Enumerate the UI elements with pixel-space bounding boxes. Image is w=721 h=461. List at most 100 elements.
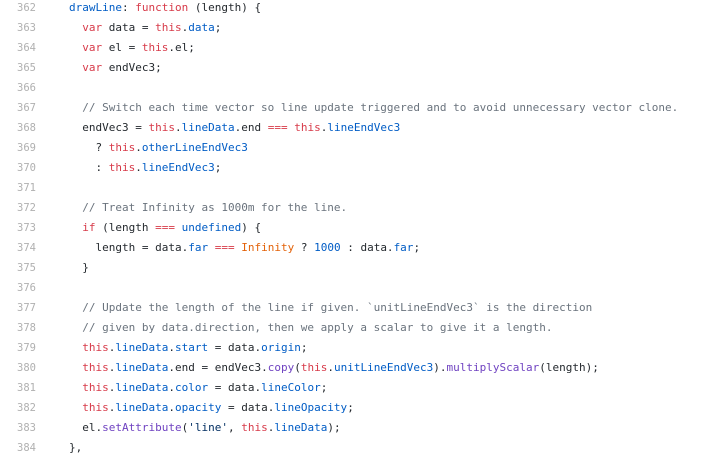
code-token: undefined (181, 221, 242, 234)
line-number: 367 (17, 102, 36, 114)
code-token: ( (294, 361, 301, 374)
line-number: 379 (17, 342, 36, 354)
code-text: length = data.far === Infinity ? 1000 : … (69, 238, 420, 258)
code-token: lineData (115, 381, 169, 394)
code-token: 'line' (188, 421, 228, 434)
code-line: 365 var endVec3; (0, 58, 721, 78)
code-token: drawLine (69, 1, 122, 14)
code-token: copy (267, 361, 295, 374)
code-text: el.setAttribute('line', this.lineData); (69, 418, 340, 438)
code-token: var (82, 21, 103, 34)
line-number: 373 (17, 222, 36, 234)
code-token: ). (433, 361, 447, 374)
code-token: lineData (115, 361, 169, 374)
code-line: 373 if (length === undefined) { (0, 218, 721, 238)
code-token: . (135, 141, 142, 154)
code-token: . (168, 381, 175, 394)
code-token: : data. (340, 241, 394, 254)
code-token (69, 41, 82, 54)
line-number: 362 (17, 2, 36, 14)
code-token: this (108, 141, 136, 154)
code-line: 366 (0, 78, 721, 98)
code-token: . (108, 361, 116, 374)
code-text: : this.lineEndVec3; (69, 158, 221, 178)
code-token: data = (102, 21, 156, 34)
line-number: 381 (17, 382, 36, 394)
code-token: = data. (208, 381, 262, 394)
code-line: 363 var data = this.data; (0, 18, 721, 38)
code-token: data (188, 21, 215, 34)
code-token: .end (234, 121, 268, 134)
code-text: this.lineData.end = endVec3.copy(this.un… (69, 358, 599, 378)
code-text: this.lineData.start = data.origin; (69, 338, 307, 358)
code-line: 369 ? this.otherLineEndVec3 (0, 138, 721, 158)
code-text: // given by data.direction, then we appl… (69, 318, 552, 338)
code-token: far (188, 241, 209, 254)
code-token: this (148, 121, 175, 134)
code-text: if (length === undefined) { (69, 218, 261, 238)
code-token (69, 61, 82, 74)
code-text: // Treat Infinity as 1000m for the line. (69, 198, 347, 218)
code-text: var data = this.data; (69, 18, 221, 38)
code-token (69, 381, 82, 394)
code-token (69, 21, 82, 34)
line-number: 365 (17, 62, 36, 74)
code-token: ; (413, 241, 421, 254)
code-text: }, (69, 438, 82, 458)
code-token: var (82, 41, 103, 54)
code-token: setAttribute (102, 421, 182, 434)
code-token: (length (95, 221, 156, 234)
code-token: opacity (174, 401, 222, 414)
code-text: var endVec3; (69, 58, 161, 78)
code-line: 384}, (0, 438, 721, 458)
code-token: .end = endVec3. (168, 361, 268, 374)
code-token: ? (294, 241, 315, 254)
code-token: lineData (181, 121, 235, 134)
line-number: 382 (17, 402, 36, 414)
code-token (69, 321, 82, 334)
code-line: 381 this.lineData.color = data.lineColor… (0, 378, 721, 398)
code-token: Infinity (241, 241, 295, 254)
line-number: 380 (17, 362, 36, 374)
code-token: ( (181, 421, 189, 434)
code-token: this (294, 121, 321, 134)
code-token: // Switch each time vector so line updat… (82, 101, 679, 114)
code-token: 1000 (314, 241, 341, 254)
code-text: ? this.otherLineEndVec3 (69, 138, 248, 158)
code-token: // Treat Infinity as 1000m for the line. (82, 201, 348, 214)
code-line: 371 (0, 178, 721, 198)
line-number: 372 (17, 202, 36, 214)
code-token: . (108, 381, 116, 394)
code-token: ; (347, 401, 354, 414)
code-line: 377 // Update the length of the line if … (0, 298, 721, 318)
line-number: 374 (17, 242, 36, 254)
line-number: 369 (17, 142, 36, 154)
code-token: otherLineEndVec3 (141, 141, 248, 154)
code-token: (length); (539, 361, 599, 374)
code-line: 370 : this.lineEndVec3; (0, 158, 721, 178)
code-token: // Update the length of the line if give… (82, 301, 593, 314)
code-line: 382 this.lineData.opacity = data.lineOpa… (0, 398, 721, 418)
code-token: lineData (115, 341, 169, 354)
code-token: lineEndVec3 (327, 121, 401, 134)
code-token: lineOpacity (274, 401, 348, 414)
code-line: 376 (0, 278, 721, 298)
code-token: if (82, 221, 96, 234)
code-text: var el = this.el; (69, 38, 195, 58)
code-token: .el; (168, 41, 195, 54)
code-token (69, 221, 82, 234)
code-token: far (393, 241, 414, 254)
code-token: . (108, 401, 116, 414)
code-token: length = data. (69, 241, 189, 254)
code-token: . (174, 121, 182, 134)
code-token: unitLineEndVec3 (333, 361, 434, 374)
line-number: 364 (17, 42, 36, 54)
code-line: 364 var el = this.el; (0, 38, 721, 58)
code-token: = data. (208, 341, 262, 354)
code-token: : (69, 161, 109, 174)
code-token: . (267, 421, 275, 434)
line-number: 370 (17, 162, 36, 174)
code-token: start (174, 341, 209, 354)
code-token: === (267, 121, 288, 134)
